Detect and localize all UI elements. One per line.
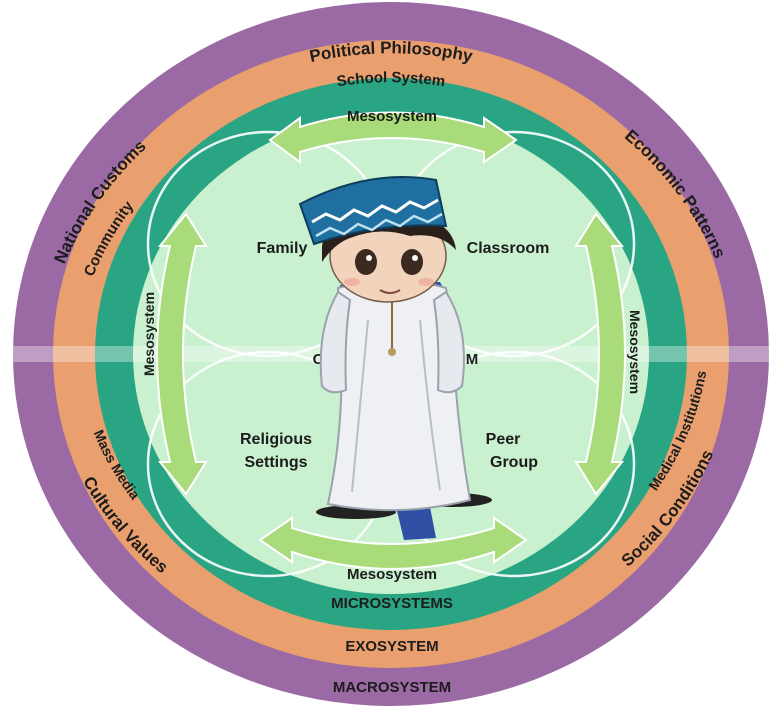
mesosystem-arrow-bottom [258,516,528,570]
macrosystem-ring-label: MACROSYSTEM [333,679,451,696]
center-partial-right: M [466,351,479,368]
microsystem-classroom-label: Classroom [467,240,550,257]
microsystem-peer-label-line2: Group [490,454,538,471]
microsystems-ring-label: MICROSYSTEMS [331,595,453,612]
mesosystem-arrow-right [574,212,626,496]
microsystem-family-label: Family [257,240,308,257]
mesosystem-label-top: Mesosystem [347,108,437,125]
mesosystem-arrow-left [156,212,208,496]
mesosystem-arrow-top [268,111,518,164]
mesosystem-label-right: Mesosystem [627,310,643,394]
exosystem-ring-label: EXOSYSTEM [345,638,438,655]
microsystem-peer-label-line1: Peer [486,431,521,448]
mesosystem-arrows [156,111,626,570]
child-illustration-icon [298,176,492,540]
microsystem-religious-label-line2: Settings [244,454,307,471]
mesosystem-label-left: Mesosystem [141,292,157,376]
center-partial-left: C [313,351,324,368]
mesosystem-label-bottom: Mesosystem [347,566,437,583]
microsystem-religious-label-line1: Religious [240,431,312,448]
